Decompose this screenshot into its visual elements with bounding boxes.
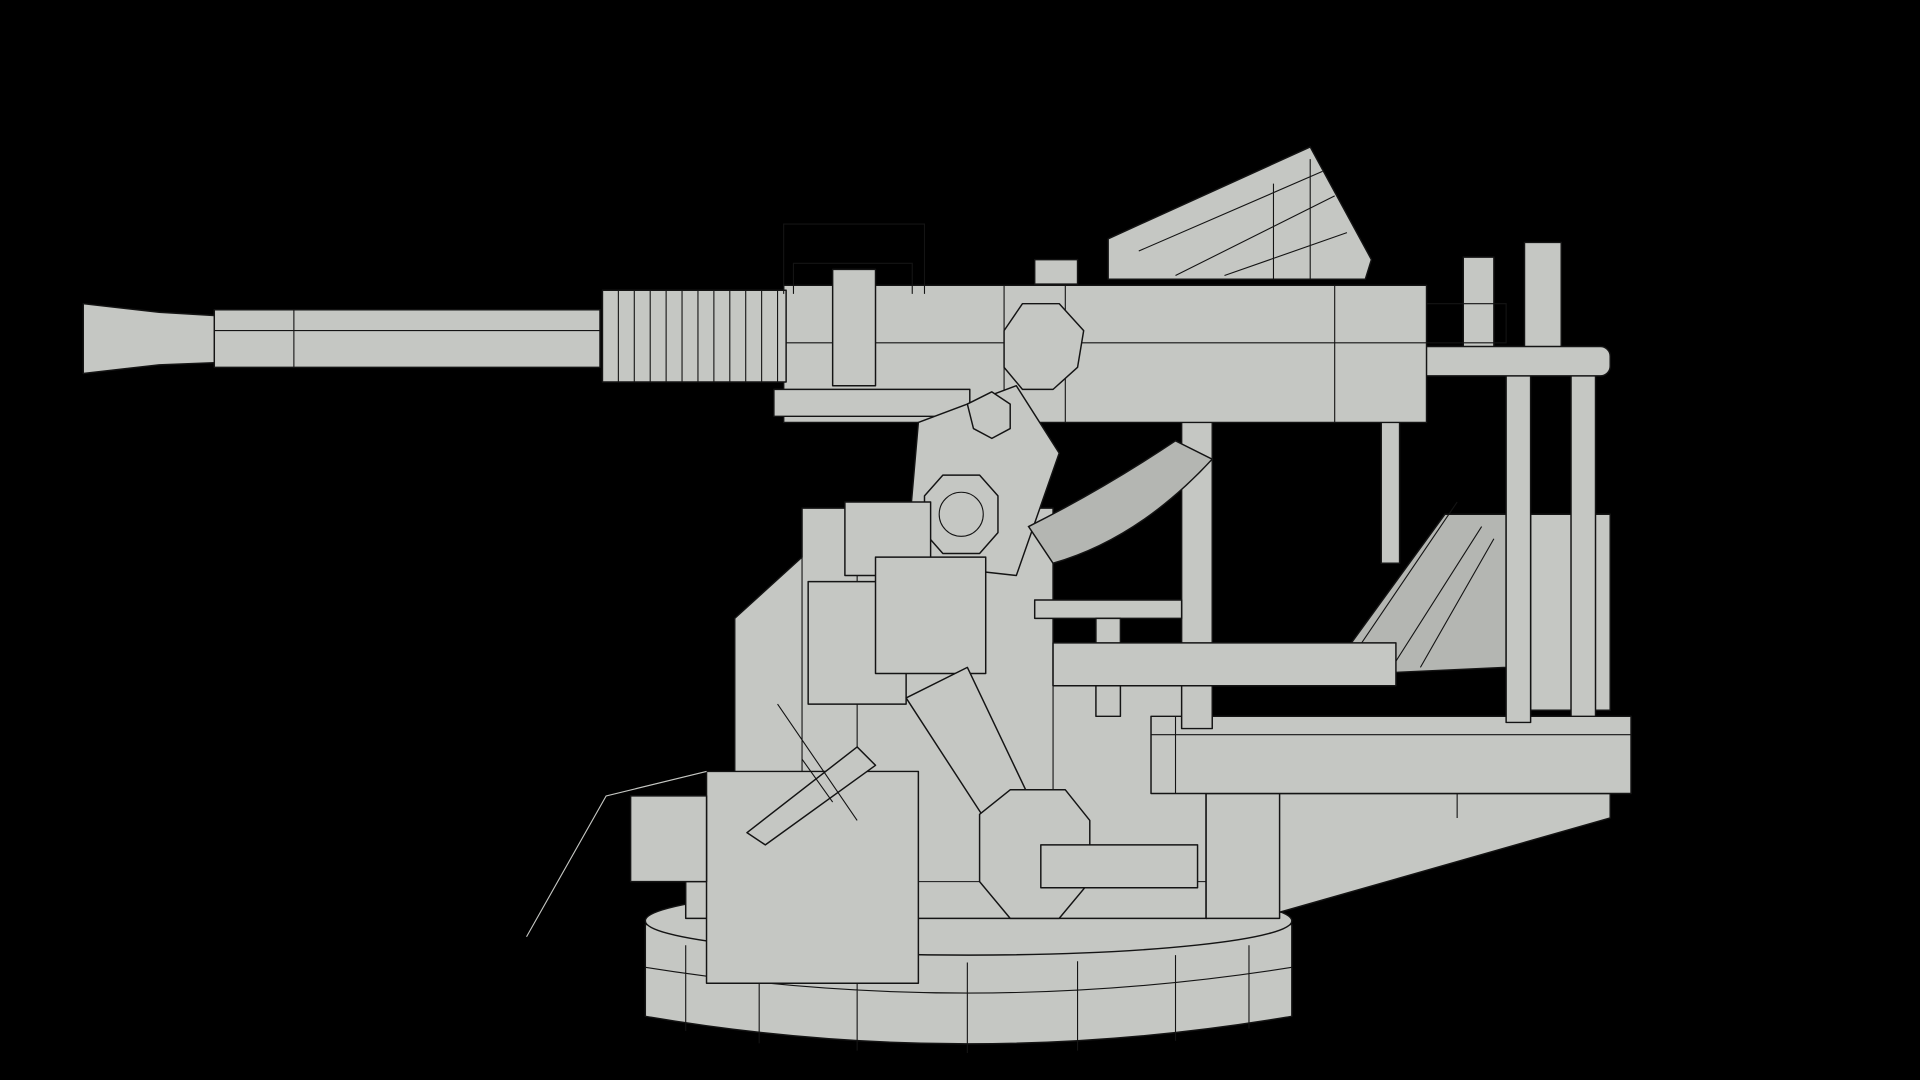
carry-handle [783,223,926,387]
elevation-mechanism [746,302,1397,920]
receiver [773,258,1507,424]
gun-barrel [82,289,787,383]
recoil-spring [601,289,787,383]
cable [526,770,708,938]
muzzle-brake [82,302,222,375]
rear-platform [1150,501,1632,920]
sight-dish [1107,146,1373,280]
